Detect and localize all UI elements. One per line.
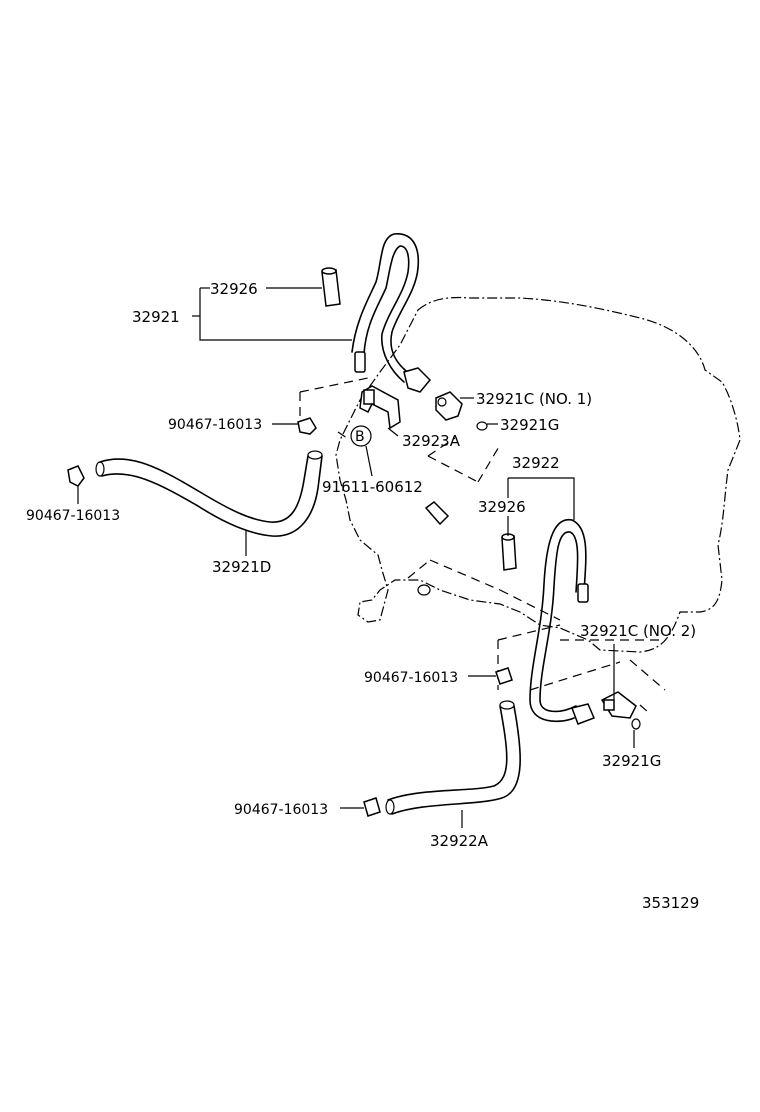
pipe-32921 <box>351 233 420 375</box>
hose-end <box>385 799 395 815</box>
label-32926-mid: 32926 <box>478 498 526 516</box>
o-ring-32921g <box>476 421 488 431</box>
clip-90467-c <box>495 667 513 685</box>
guide-line <box>529 661 621 691</box>
hose-32921d <box>99 455 309 523</box>
guide-line <box>427 455 479 483</box>
leader-line <box>387 427 399 437</box>
guide-line <box>499 589 561 621</box>
clip-90467-a <box>297 417 317 435</box>
label-marker-b: B <box>355 429 365 445</box>
guide-line <box>407 559 431 579</box>
label-32921c-no2: 32921C (NO. 2) <box>580 622 696 640</box>
label-32921: 32921 <box>132 308 180 326</box>
label-91611: 91611-60612 <box>322 478 423 496</box>
leader-line <box>199 288 352 341</box>
bracket-clamp <box>363 389 375 405</box>
sleeve-end <box>321 267 337 275</box>
pipe-nut-fitting <box>403 367 432 393</box>
hose-end <box>95 461 105 477</box>
label-32921d: 32921D <box>212 558 271 576</box>
union-32921c-no1 <box>435 391 463 421</box>
hose-end <box>499 700 515 710</box>
pipe-nut-fitting <box>571 703 595 725</box>
pipe-end-fitting <box>577 583 589 603</box>
pipe-32922-inner <box>539 531 579 713</box>
guide-line <box>429 559 501 591</box>
o-ring-32921g <box>631 718 641 730</box>
pipe-32922 <box>529 519 587 723</box>
label-32922: 32922 <box>512 454 560 472</box>
guide-line <box>639 704 649 713</box>
union-32921c-no2 <box>600 691 637 719</box>
label-32921g-top: 32921G <box>500 416 559 434</box>
pipe-32921-inner <box>363 245 410 383</box>
hose-end <box>307 450 323 460</box>
hose-32922a-inner <box>391 705 521 815</box>
label-90467-a: 90467-16013 <box>168 417 262 433</box>
label-90467-b: 90467-16013 <box>26 508 120 524</box>
label-32922a: 32922A <box>430 832 489 850</box>
hose-32922a <box>387 705 508 801</box>
union-bore <box>437 397 447 407</box>
leader-line <box>365 445 373 477</box>
guide-line <box>337 431 351 441</box>
clip-90467-d <box>363 797 381 817</box>
sleeve-short <box>424 501 450 526</box>
label-90467-d: 90467-16013 <box>234 802 328 818</box>
clip-90467-b <box>67 465 85 487</box>
pipe-end-fitting <box>354 351 366 373</box>
hose-32921d-inner <box>101 455 323 537</box>
label-32923a: 32923A <box>402 432 461 450</box>
housing-port <box>417 584 431 596</box>
sleeve-32926-mid <box>501 535 517 571</box>
guide-line <box>629 659 666 691</box>
label-90467-c: 90467-16013 <box>364 670 458 686</box>
guide-line <box>477 444 501 483</box>
guide-line <box>497 624 561 641</box>
label-32926-top: 32926 <box>210 280 258 298</box>
guide-line <box>299 377 369 393</box>
label-32921c-no1: 32921C (NO. 1) <box>476 390 592 408</box>
transmission-outline <box>335 296 741 653</box>
marker-b-circle <box>350 425 372 447</box>
guide-line <box>427 437 456 457</box>
diagram-id: 353129 <box>642 894 699 912</box>
union-hex <box>603 699 615 711</box>
sleeve-32926 <box>321 269 341 307</box>
label-32921g-bot: 32921G <box>602 752 661 770</box>
leader-line <box>508 477 575 520</box>
